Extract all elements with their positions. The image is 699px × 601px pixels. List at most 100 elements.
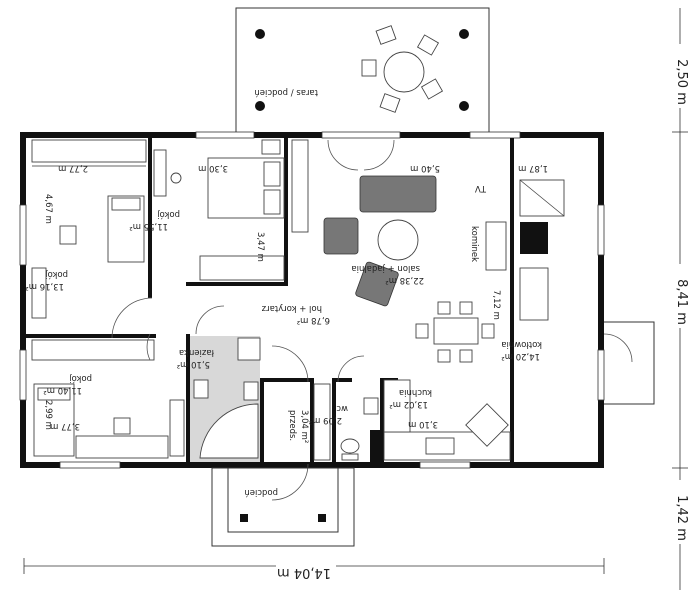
room-kotlownia: 1,87 m kotłownia 14,20 m² [501, 163, 655, 405]
lazienka-name: łazienka [179, 347, 214, 357]
desk-chair [59, 225, 77, 245]
pokoj-top-depth: 3,47 m [255, 232, 265, 262]
salon-width: 5,40 m [410, 163, 440, 173]
tv-label: TV [475, 183, 487, 193]
room-wc: wc 2,09 m² [309, 355, 379, 461]
hol-name: hol + korytarz [261, 303, 322, 313]
shelf [153, 149, 167, 197]
room-kuchnia: kuchnia 13,02 m² 3,10 m [383, 379, 511, 461]
coffee-table [377, 219, 419, 261]
kotlownia-area: 14,20 m² [501, 351, 540, 361]
armchair [355, 261, 399, 307]
podcien-post [318, 514, 326, 522]
tv-cabinet [485, 221, 507, 271]
lazienka-area: 5,10 m² [177, 359, 210, 369]
room-salon: 5,40 m 7,12 m TV kominek salon + jadalni… [291, 139, 507, 363]
chair [437, 301, 451, 315]
nightstand [261, 139, 281, 155]
door-swing [271, 463, 309, 501]
sofa [359, 175, 437, 213]
pokoj-left-area: 13,16 m² [25, 281, 64, 291]
round-table [383, 51, 425, 93]
hol-area: 6,78 m² [297, 315, 330, 325]
chair [420, 78, 444, 100]
podcien-post [240, 514, 248, 522]
wardrobe [313, 383, 331, 461]
room-pokoj-top: 3,30 m 3,47 m pokój 11,55 m² [129, 139, 285, 281]
room-lazienka: łazienka 5,10 m² [177, 336, 261, 462]
corner-bathtub [199, 403, 259, 459]
desk [75, 435, 169, 459]
terrace-post [255, 101, 265, 111]
toilet [340, 438, 360, 454]
podcien-area: podcień [211, 467, 355, 547]
wardrobe [199, 255, 285, 281]
storage [519, 267, 549, 321]
kotlownia-width: 1,87 m [518, 163, 548, 173]
pokoj-bottom-area: 11,40 m² [43, 385, 82, 395]
shelf [169, 399, 185, 457]
chair [415, 323, 429, 339]
chair [481, 323, 495, 339]
terrace-post [255, 29, 265, 39]
shelf [31, 267, 47, 319]
pillow [263, 161, 281, 187]
pokoj-bottom-width: 3,77 m [50, 421, 80, 431]
salon-area: 22,38 m² [385, 275, 424, 285]
dim-right-top: 2,50 m [674, 59, 689, 105]
pokoj-top-area: 11,55 m² [129, 221, 168, 231]
dim-right-bottom: 1,42 m [674, 495, 689, 541]
salon-name: salon + jadalnia [351, 263, 420, 273]
dimensions: 14,04 m 2,50 m 8,41 m 1,42 m [23, 8, 690, 590]
chair [459, 349, 473, 363]
przedsionek-area: 3,04 m² [299, 410, 309, 443]
kominek-label: kominek [469, 226, 479, 262]
dim-right-middle: 8,41 m [674, 279, 689, 325]
sink [243, 381, 259, 401]
kuchnia-name: kuchnia [399, 387, 432, 397]
chair [361, 59, 377, 77]
door-swing [603, 333, 633, 363]
pokoj-left-depth: 4,67 m [43, 194, 53, 224]
stove [465, 403, 509, 447]
toilet [193, 379, 209, 399]
room-hol: hol + korytarz 6,78 m² [111, 297, 330, 361]
outer-walls [19, 131, 605, 469]
toilet-tank [341, 453, 359, 461]
terrace-area: taras / podcień [235, 7, 490, 135]
wardrobe [31, 139, 147, 163]
room-pokoj-left: 2,77 m 4,67 m pokój 13,16 m² [25, 139, 147, 319]
door-swing [337, 355, 365, 383]
pokoj-bottom-name: pokój [69, 373, 92, 384]
chair [375, 25, 397, 45]
sink [425, 437, 455, 455]
chair [459, 301, 473, 315]
door-swing [327, 139, 359, 171]
wc-name: wc [336, 403, 348, 413]
total-width-dim: 14,04 m [277, 565, 331, 580]
armchair [323, 217, 359, 255]
counter [383, 379, 411, 433]
pokoj-top-width: 3,30 m [198, 163, 228, 173]
shelf [291, 139, 309, 233]
door-swing [111, 297, 153, 339]
pillow [111, 197, 141, 211]
kuchnia-width: 3,10 m [408, 419, 438, 429]
pokoj-bottom-depth: 2,99 m [43, 400, 53, 430]
wc-area: 2,09 m² [309, 415, 342, 425]
pokoj-left-width: 2,77 m [58, 163, 88, 173]
wardrobe [31, 339, 155, 361]
door-swing [195, 305, 225, 335]
lamp [170, 172, 182, 184]
door-swing [146, 333, 151, 361]
terrace-post [459, 101, 469, 111]
door-swing [271, 345, 309, 383]
podcien-label: podcień [244, 487, 278, 497]
room-przedsionek: przeds. 3,04 m² [271, 345, 331, 501]
pillow [37, 387, 71, 401]
door-swing [363, 139, 395, 171]
dining-table [433, 317, 479, 345]
chair [379, 93, 401, 113]
salon-depth: 7,12 m [491, 290, 501, 320]
